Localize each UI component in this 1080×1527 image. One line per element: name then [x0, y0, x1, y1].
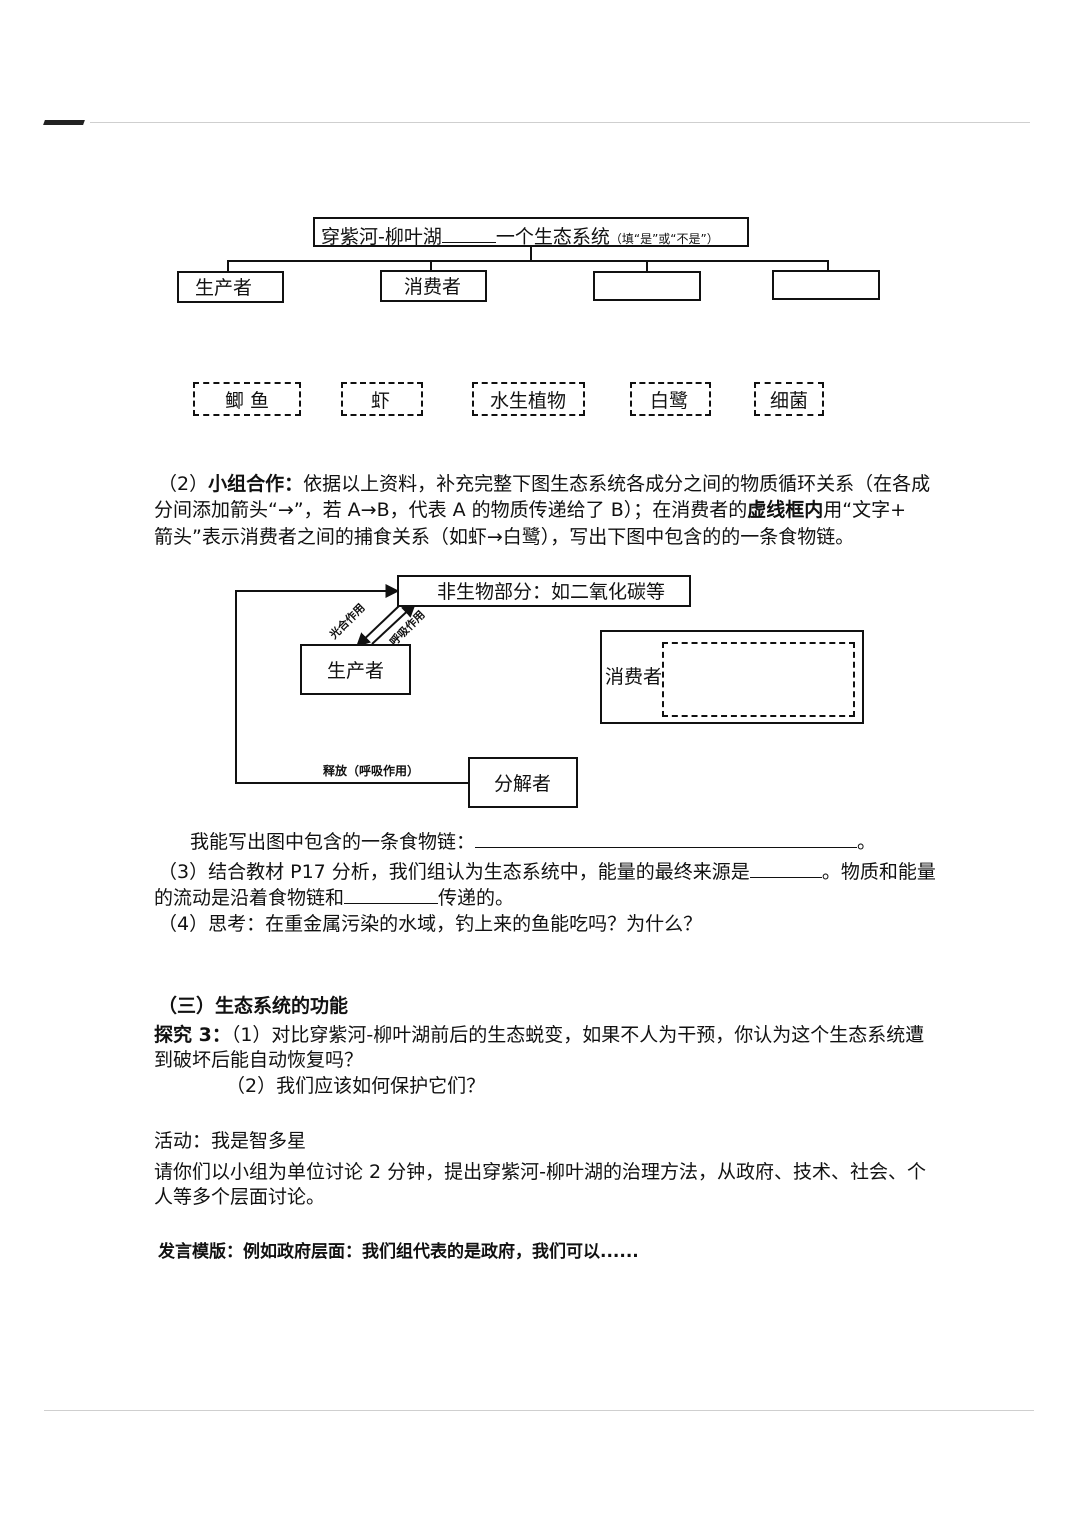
component-blank-box-1[interactable] [593, 271, 701, 301]
release-label: 释放（呼吸作用） [323, 764, 420, 778]
root-suffix: 一个生态系统 [495, 226, 610, 248]
task2-line2-bold: 虚线框内 [747, 499, 824, 521]
decomposer-box: 分解者 [468, 757, 578, 808]
scan-line-top [90, 122, 1030, 123]
energy-source-blank[interactable] [749, 859, 822, 878]
section3-heading: （三）生态系统的功能 [158, 995, 349, 1017]
activity-title: 活动：我是智多星 [154, 1130, 307, 1152]
organism-label: 白鹭 [650, 390, 689, 412]
foodchain-label: 我能写出图中包含的一条食物链： [190, 831, 476, 853]
explore3-q2: （2）我们应该如何保护它们？ [226, 1075, 486, 1097]
consumer-label: 消费者 [605, 666, 663, 688]
producer-box: 生产者 [300, 644, 411, 695]
foodchain-line: 我能写出图中包含的一条食物链： 。 [190, 829, 876, 855]
consumer-dashed-area[interactable] [662, 642, 855, 717]
organism-card[interactable]: 白鹭 [630, 382, 711, 416]
task2-line3: 箭头”表示消费者之间的捕食关系（如虾→白鹭），写出下图中包含的的一条食物链。 [154, 526, 855, 548]
task2-line2-end: 用“文字+ [823, 499, 907, 521]
tree-drop-1 [227, 260, 229, 272]
task3-text-b: 。物质和能量 [821, 861, 936, 883]
organism-label: 细菌 [770, 390, 809, 412]
consumer-box: 消费者 [600, 630, 864, 724]
activity-line2: 人等多个层面讨论。 [154, 1186, 326, 1208]
component-label: 消费者 [404, 276, 462, 298]
photosynthesis-arrow [355, 604, 401, 647]
root-hint: （填“是”或“不是”） [609, 232, 719, 246]
task3-text-d: 传递的。 [438, 887, 515, 909]
organism-card[interactable]: 虾 [341, 382, 423, 416]
explore3-q1a: （1）对比穿紫河-柳叶湖前后的生态蜕变，如果不人为干预，你认为这个生态系统遭 [230, 1024, 925, 1046]
scan-line-bottom [44, 1410, 1034, 1411]
root-title: 穿紫河-柳叶湖 [321, 226, 442, 248]
root-blank[interactable] [441, 224, 496, 243]
task4-line: （4）思考：在重金属污染的水域，钓上来的鱼能吃吗？为什么？ [158, 913, 703, 935]
organism-card[interactable]: 鲫 鱼 [193, 382, 301, 416]
foodchain-end: 。 [857, 831, 877, 853]
cycle-diagram-lines [235, 584, 470, 784]
task2-bold: 小组合作： [208, 473, 304, 495]
explore3-line2: 到破坏后能自动恢复吗？ [154, 1049, 364, 1071]
release-loop-line [235, 584, 470, 784]
respiration-arrow [371, 603, 417, 645]
tree-drop-4 [827, 260, 829, 271]
explore3-line1: 探究 3：（1）对比穿紫河-柳叶湖前后的生态蜕变，如果不人为干预，你认为这个生态… [154, 1023, 924, 1048]
decomposer-label: 分解者 [494, 773, 552, 795]
ecosystem-root-box: 穿紫河-柳叶湖 一个生态系统（填“是”或“不是”） [313, 217, 749, 247]
component-consumer-box: 消费者 [380, 270, 487, 302]
speech-template: 发言模版：例如政府层面：我们组代表的是政府，我们可以...... [158, 1242, 639, 1262]
organism-label: 鲫 鱼 [225, 390, 270, 412]
tree-drop-2 [430, 260, 432, 271]
task3-line1: （3）结合教材 P17 分析，我们组认为生态系统中，能量的最终来源是 。物质和能量 [158, 859, 936, 885]
tree-bar [227, 260, 829, 262]
tree-drop-3 [646, 260, 648, 272]
producer-label: 生产者 [327, 660, 385, 682]
task2-line1: （2）小组合作：依据以上资料，补充完整下图生态系统各成分之间的物质循环关系（在各… [158, 472, 930, 497]
flow-path-blank[interactable] [344, 885, 439, 904]
task2-rest: 依据以上资料，补充完整下图生态系统各成分之间的物质循环关系（在各成 [303, 473, 931, 495]
organism-card[interactable]: 水生植物 [472, 382, 585, 416]
component-blank-box-2[interactable] [772, 270, 880, 300]
task3-line2: 的流动是沿着食物链和 传递的。 [154, 885, 514, 911]
task2-line2-text: 分间添加箭头“→”，若 A→B，代表 A 的物质传递给了 B）；在消费者的 [154, 499, 748, 521]
organism-label: 虾 [371, 390, 391, 412]
activity-line1: 请你们以小组为单位讨论 2 分钟，提出穿紫河-柳叶湖的治理方法，从政府、技术、社… [154, 1161, 927, 1183]
task3-text-c: 的流动是沿着食物链和 [154, 887, 345, 909]
component-label: 生产者 [195, 277, 253, 299]
task3-text-a: （3）结合教材 P17 分析，我们组认为生态系统中，能量的最终来源是 [158, 861, 750, 883]
task2-line2: 分间添加箭头“→”，若 A→B，代表 A 的物质传递给了 B）；在消费者的虚线框… [154, 498, 906, 523]
organism-card[interactable]: 细菌 [754, 382, 824, 416]
component-producer-box: 生产者 [177, 271, 284, 303]
abiotic-label: 非生物部分：如二氧化碳等 [437, 581, 666, 603]
abiotic-box: 非生物部分：如二氧化碳等 [397, 575, 691, 607]
tree-stem [530, 247, 532, 261]
task2-lead: （2） [158, 473, 209, 495]
explore3-label: 探究 3： [154, 1024, 231, 1046]
organism-label: 水生植物 [490, 390, 567, 412]
foodchain-blank[interactable] [475, 829, 858, 848]
